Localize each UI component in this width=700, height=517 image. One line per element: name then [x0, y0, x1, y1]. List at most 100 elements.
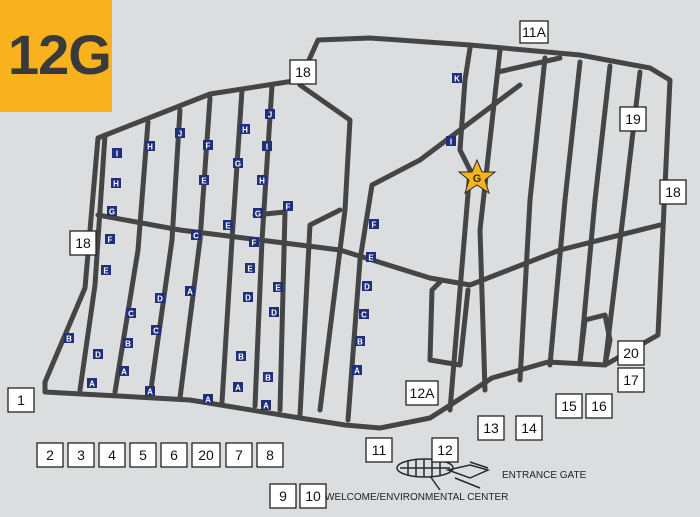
section-marker-box — [369, 219, 379, 229]
section-marker-text: F — [108, 236, 113, 245]
road-label-12A: 12A — [405, 380, 439, 406]
road-label-box — [98, 442, 126, 468]
road-label-box — [191, 442, 221, 468]
section-marker: B — [236, 351, 246, 362]
road-label-text: 3 — [77, 447, 85, 463]
road-label-20: 20 — [191, 442, 221, 468]
section-marker-text: J — [178, 130, 182, 139]
section-marker: H — [111, 178, 121, 189]
section-marker-box — [352, 365, 362, 375]
road — [345, 82, 523, 423]
section-marker-text: D — [157, 295, 163, 304]
section-marker: C — [359, 309, 369, 320]
section-marker-box — [111, 178, 121, 188]
section-marker-text: C — [153, 327, 159, 336]
section-marker-text: E — [103, 267, 109, 276]
section-marker-box — [112, 148, 122, 158]
section-marker-text: A — [89, 380, 95, 389]
section-marker: A — [185, 286, 195, 297]
map-title-badge: 12G — [0, 0, 112, 112]
section-marker-box — [151, 325, 161, 335]
section-marker-box — [87, 378, 97, 388]
section-marker: I — [446, 136, 456, 147]
road-label-box — [659, 179, 687, 205]
section-marker-box — [243, 292, 253, 302]
road-label-text: 18 — [665, 184, 681, 200]
section-marker-box — [249, 237, 259, 247]
section-marker-box — [101, 265, 111, 275]
section-marker-text: E — [225, 222, 231, 231]
road-label-box — [555, 393, 583, 419]
road-label-text: 19 — [625, 111, 641, 127]
section-marker-text: G — [255, 210, 261, 219]
section-marker: E — [366, 252, 376, 263]
section-marker: E — [199, 175, 209, 186]
section-marker-text: J — [268, 111, 272, 120]
road-label-13: 13 — [477, 415, 505, 441]
section-marker-text: I — [266, 143, 268, 152]
section-marker-text: C — [193, 232, 199, 241]
star-icon: G — [457, 158, 497, 195]
section-marker-box — [119, 366, 129, 376]
road-label-box — [129, 442, 157, 468]
road-label-box — [160, 442, 188, 468]
road-label-text: 20 — [198, 447, 214, 463]
section-marker-text: F — [372, 221, 377, 230]
section-marker-box — [145, 386, 155, 396]
section-marker: A — [145, 386, 155, 397]
road — [447, 45, 473, 413]
road-label-text: 1 — [17, 392, 25, 408]
road-label-box — [619, 106, 647, 132]
section-marker: E — [223, 220, 233, 231]
section-marker-box — [355, 336, 365, 346]
section-marker: F — [369, 219, 379, 230]
road-label-16: 16 — [585, 393, 613, 419]
section-marker-text: A — [121, 368, 127, 377]
road-label-4: 4 — [98, 442, 126, 468]
road-label-20: 20 — [617, 340, 645, 366]
section-marker-box — [185, 286, 195, 296]
section-marker-text: H — [259, 177, 265, 186]
section-marker-text: A — [147, 388, 153, 397]
section-marker-box — [107, 206, 117, 216]
section-marker-text: C — [128, 310, 134, 319]
section-marker: F — [249, 237, 259, 248]
road-label-text: 12 — [437, 442, 453, 458]
road-label-text: 5 — [139, 447, 147, 463]
road-label-5: 5 — [129, 442, 157, 468]
road — [297, 207, 343, 418]
section-marker-box — [64, 333, 74, 343]
section-marker-box — [93, 349, 103, 359]
section-marker: A — [203, 394, 213, 405]
section-marker: H — [240, 124, 250, 135]
road — [517, 55, 548, 383]
section-marker: D — [269, 307, 279, 318]
section-marker: I — [262, 141, 272, 152]
section-marker-box — [105, 234, 115, 244]
road-label-box — [289, 59, 317, 85]
road-label-box — [69, 230, 97, 256]
section-marker: G — [107, 206, 117, 217]
road-label-18: 18 — [289, 59, 317, 85]
section-marker-text: I — [116, 150, 118, 159]
road-label-box — [36, 442, 64, 468]
road-label-box — [256, 442, 284, 468]
section-marker: H — [145, 141, 155, 152]
section-marker: F — [105, 234, 115, 245]
road-label-17: 17 — [617, 367, 645, 393]
section-marker-text: E — [368, 254, 374, 263]
road — [147, 107, 183, 399]
welcome-center-label: WELCOME/ENVIRONMENTAL CENTER — [325, 492, 508, 503]
road — [427, 279, 471, 368]
section-marker-text: F — [286, 203, 291, 212]
road-label-1: 1 — [7, 387, 35, 413]
road-label-3: 3 — [67, 442, 95, 468]
section-marker: E — [273, 282, 283, 293]
road-label-box — [269, 483, 297, 509]
section-marker-box — [123, 338, 133, 348]
road-label-text: 4 — [108, 447, 116, 463]
section-marker: F — [283, 201, 293, 212]
road-label-box — [365, 437, 393, 463]
road-label-box — [515, 415, 543, 441]
